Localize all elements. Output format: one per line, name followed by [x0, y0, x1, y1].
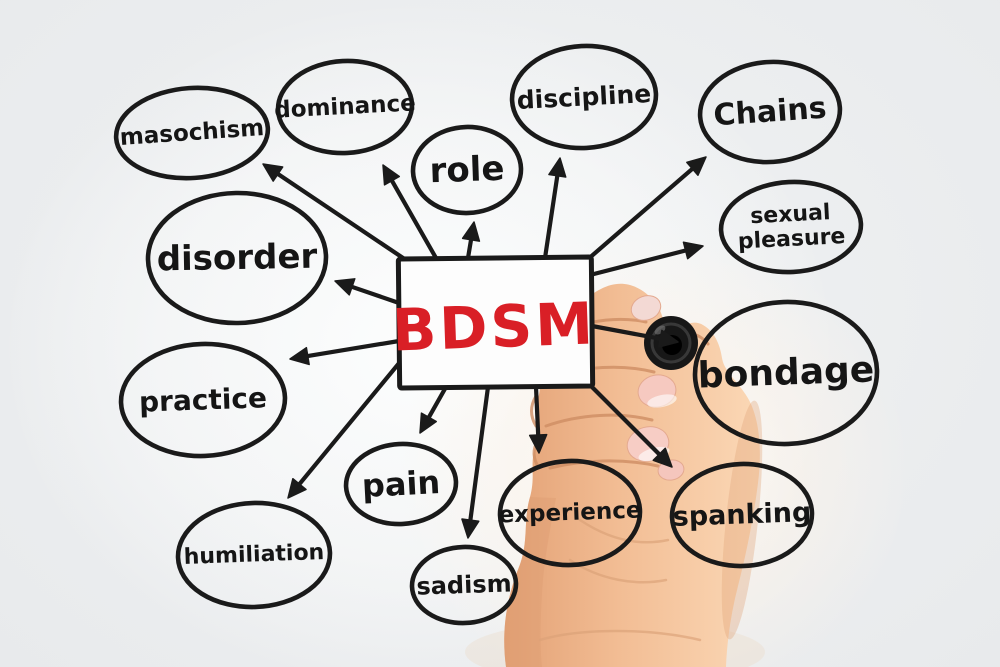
node-label: humiliation [183, 540, 324, 570]
node-spanking: spanking [669, 461, 815, 569]
central-topic-box [395, 254, 596, 391]
node-masochism: masochism [113, 85, 271, 181]
node-label: Chains [712, 91, 827, 134]
node-dominance: dominance [274, 58, 417, 156]
arrow-to-chains [584, 156, 707, 263]
node-label: sadism [416, 569, 512, 600]
connector-arrows [262, 156, 707, 539]
topic-nodes: masochism dominance role discipline Chains se… [113, 43, 880, 626]
node-humiliation: humiliation [175, 500, 333, 610]
node-discipline: discipline [509, 43, 659, 151]
node-practice: practice [118, 341, 288, 459]
node-label: masochism [119, 115, 265, 151]
arrow-to-role [461, 221, 481, 261]
node-label: disorder [156, 237, 317, 280]
arrow-to-disorder [334, 278, 402, 306]
central-topic-label: BDSM [391, 289, 597, 364]
node-disorder: disorder [145, 190, 329, 326]
arrow-to-humiliation [287, 359, 403, 499]
node-bondage: bondage [692, 299, 880, 447]
arrow-to-dominance [382, 164, 439, 261]
arrow-to-sexual-pleasure [587, 241, 704, 278]
node-role: role [410, 124, 524, 216]
node-label: sexual [750, 200, 831, 229]
node-label: discipline [516, 79, 652, 115]
node-label: experience [498, 498, 642, 529]
arrow-to-experience [528, 384, 548, 454]
node-label: spanking [672, 497, 812, 533]
arrow-to-discipline [542, 157, 567, 261]
node-label: pleasure [737, 224, 846, 255]
node-sadism: sadism [409, 544, 519, 626]
central-topic: BDSM [391, 254, 597, 391]
arrow-to-practice [289, 338, 402, 366]
node-pain: pain [343, 441, 459, 527]
hand-edge-shadow [721, 400, 763, 640]
node-chains: Chains [697, 59, 843, 165]
arrow-to-spanking [586, 381, 673, 468]
node-label: role [429, 149, 505, 192]
node-label: dominance [274, 90, 417, 123]
arrow-to-sadism [461, 384, 491, 539]
node-label: pain [361, 463, 441, 505]
arrow-to-masochism [262, 163, 418, 269]
node-label: bondage [697, 349, 875, 396]
node-experience: experience [497, 458, 643, 568]
node-label: practice [139, 381, 268, 418]
forearm-shadow [504, 497, 556, 667]
arrow-to-bondage [589, 323, 679, 348]
arrow-to-pain [419, 384, 449, 434]
